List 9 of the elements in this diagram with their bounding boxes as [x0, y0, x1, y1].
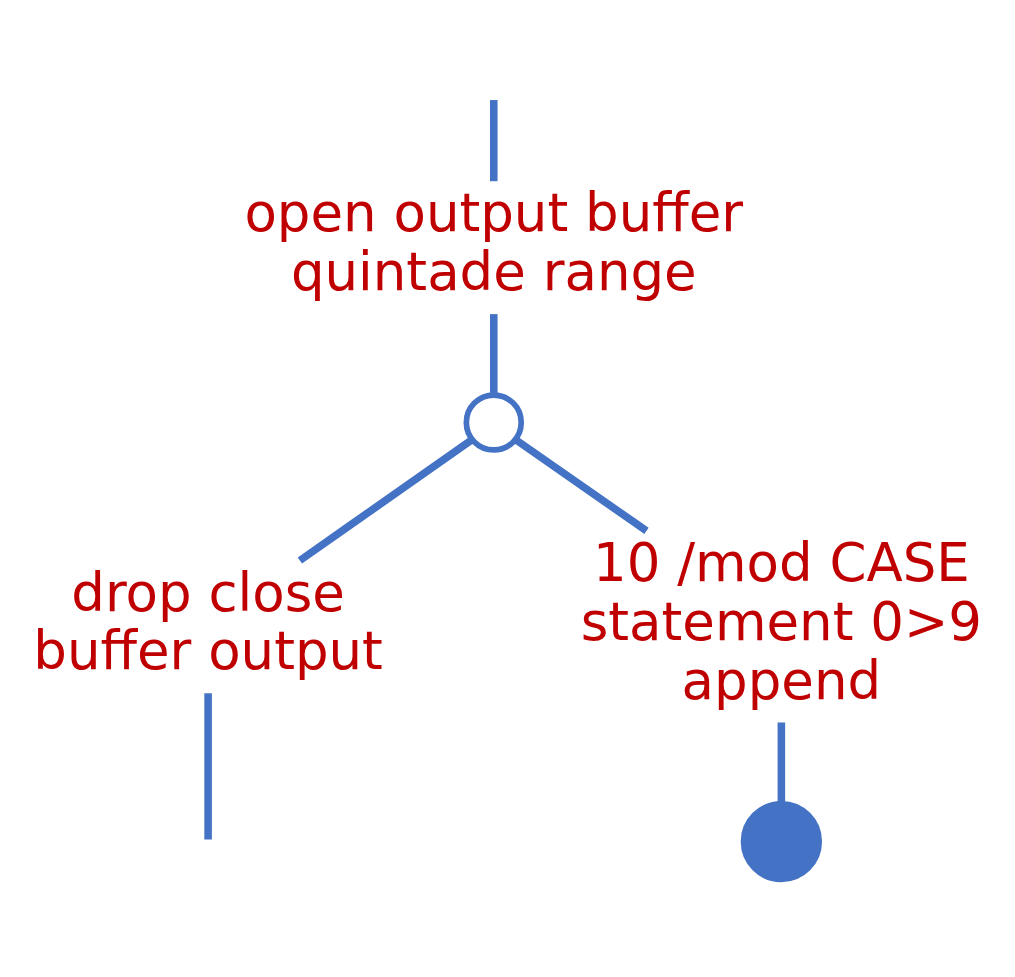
connector — [777, 722, 786, 803]
node-text: 10 /mod CASE statement 0>9 append — [580, 531, 983, 711]
node-text: open output buffer quintade range — [244, 181, 744, 302]
node-circle — [740, 800, 823, 882]
connector — [204, 692, 212, 839]
node-circle — [463, 391, 525, 453]
connector — [297, 436, 474, 564]
node-text: drop close buffer output — [33, 561, 383, 681]
connector — [513, 435, 649, 534]
